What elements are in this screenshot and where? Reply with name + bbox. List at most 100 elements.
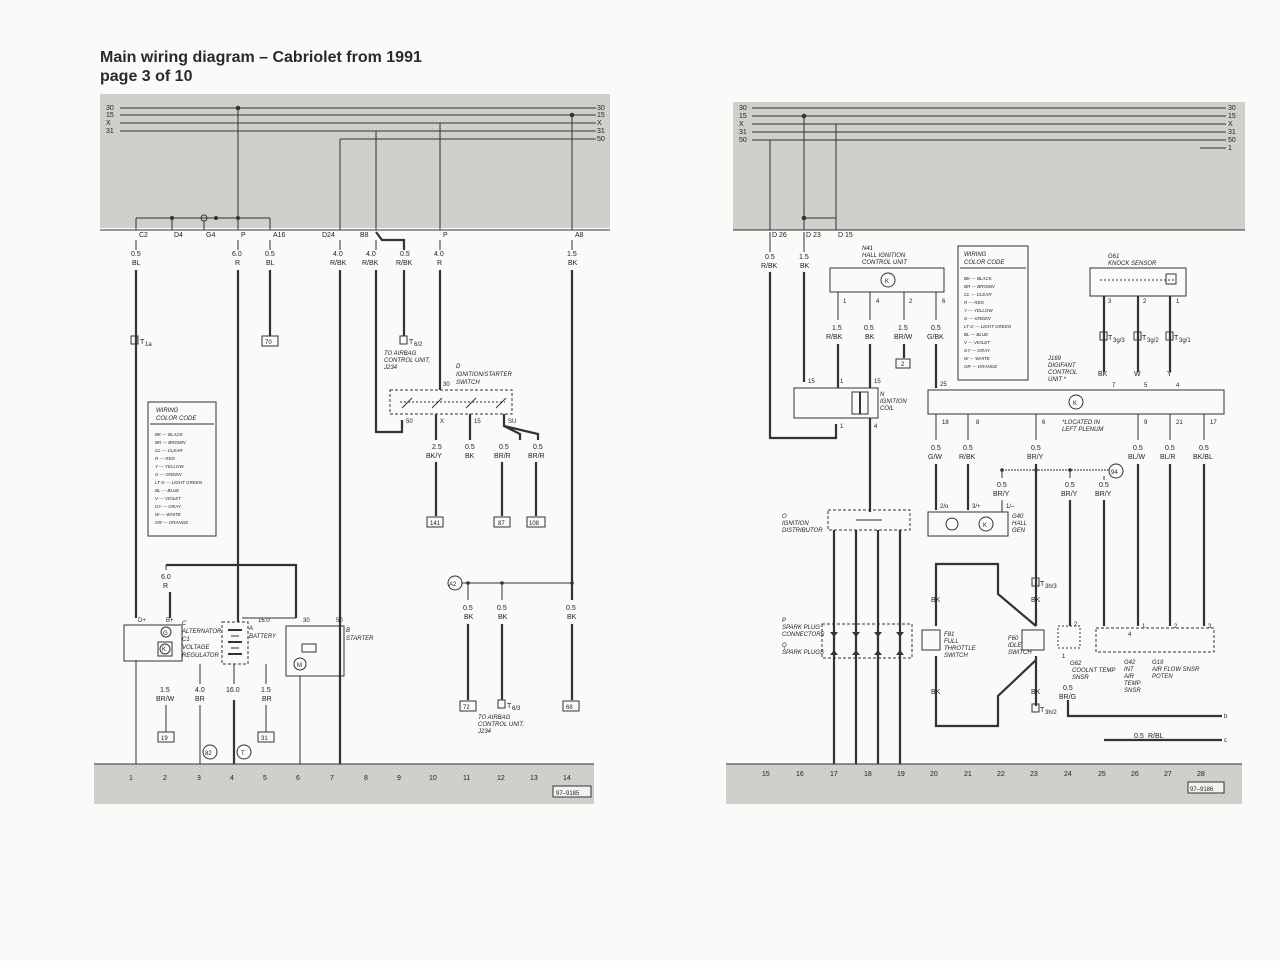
diagram-label: 18 [942, 420, 949, 426]
diagram-label: STARTER [346, 636, 374, 642]
diagram-label: 3g/3 [1113, 338, 1125, 344]
diagram-label: COIL [880, 406, 894, 412]
diagram-label: 15 [474, 419, 481, 425]
diagram-label: BK [567, 614, 577, 621]
diagram-label: CONTROL UNIT, [384, 358, 430, 364]
diagram-label: 24 [1064, 771, 1072, 778]
diagram-label: DIGIFANT [1048, 363, 1077, 369]
diagram-label: BR/R [494, 453, 511, 460]
diagram-label: CONNECTORS [782, 632, 825, 638]
diagram-label: 0.5 [265, 251, 275, 258]
diagram-label: BK [1031, 597, 1041, 604]
diagram-label: G [163, 631, 168, 637]
diagram-label: POTEN [1152, 674, 1173, 680]
diagram-label: FULL [944, 639, 959, 645]
diagram-label: DISTRIBUTOR [782, 528, 823, 534]
diagram-label: c [1224, 738, 1227, 744]
diagram-label: KNOCK SENSOR [1108, 261, 1157, 267]
diagram-label: BK [465, 453, 475, 460]
ignition-distributor: O IGNITION DISTRIBUTOR [782, 509, 911, 534]
diagram-label: 4 [876, 299, 880, 305]
diagram-label: 1a [145, 342, 152, 348]
diagram-label: BK [1098, 371, 1108, 378]
diagram-label: BK [498, 614, 508, 621]
diagram-label: G61 [1108, 254, 1119, 260]
diagram-label: 0.5 [566, 605, 576, 612]
right-color-code-legend: WIRING COLOR CODE BK — BLACK BR — BROWN … [957, 245, 1029, 381]
diagram-label: 3 [1108, 299, 1112, 305]
diagram-label: 4.0 [333, 251, 343, 258]
diagram-label: 15 [739, 113, 747, 120]
diagram-label: P [782, 618, 786, 624]
diagram-label: CL — CLEAR [155, 448, 183, 453]
diagram-label: 1 [1176, 299, 1180, 305]
diagram-label: 4 [874, 424, 878, 430]
diagram-label: BR/W [156, 696, 175, 703]
diagram-label: D+ [138, 618, 146, 624]
diagram-label: 16.0 [226, 687, 240, 694]
diagram-label: 17 [830, 771, 838, 778]
right-ground-track-band [726, 764, 1242, 804]
diagram-label: 1 [1062, 654, 1066, 660]
diagram-label: HALL [1012, 521, 1027, 527]
diagram-label: 1 [1142, 624, 1146, 630]
diagram-label: LT G — LIGHT GREEN [964, 324, 1012, 329]
diagram-label: 31 [106, 128, 114, 135]
diagram-label: 12 [497, 775, 505, 782]
diagram-label: 50 [597, 136, 605, 143]
diagram-label: SWITCH [1008, 650, 1032, 656]
diagram-label: 1 [1228, 145, 1232, 152]
diagram-label: CONTROL UNIT [862, 260, 908, 266]
diagram-label: BK [464, 614, 474, 621]
diagram-label: 50 [336, 618, 343, 624]
diagram-label: 1.5 [799, 254, 809, 261]
ref-box: 72 [463, 705, 470, 711]
diagram-label: 2 [1174, 624, 1178, 630]
diagram-label: M [297, 663, 302, 669]
diagram-label: BR [195, 696, 205, 703]
diagram-label: SNSR [1124, 688, 1141, 694]
diagram-label: C [182, 621, 187, 627]
diagram-label: SPARK PLUGS [782, 650, 824, 656]
diagram-label: 15 [106, 112, 114, 119]
diagram-label: 1.5 [832, 325, 842, 332]
diagram-label: 2 [909, 299, 913, 305]
diagram-label: K [885, 279, 889, 285]
diagram-label: R [437, 260, 442, 267]
diagram-label: X [739, 121, 744, 128]
diagram-label: BL [132, 260, 141, 267]
diagram-label: 0.5 [931, 325, 941, 332]
diagram-label: F60 [1008, 636, 1019, 642]
diagram-label: B [346, 628, 350, 634]
diagram-label: BK — BLACK [964, 276, 993, 281]
diagram-label: 1 [840, 379, 844, 385]
diagram-label: 1.5 [261, 687, 271, 694]
diagram-label: 4.0 [195, 687, 205, 694]
diagram-label: 0.5 [400, 251, 410, 258]
diagram-label: N [880, 392, 885, 398]
diagram-label: R — RED [155, 456, 176, 461]
diagram-label: G — GREEN [155, 472, 182, 477]
diagram-label: GY — GRAY [155, 504, 182, 509]
diagram-label: 5 [263, 775, 267, 782]
diagram-label: A [248, 626, 253, 632]
diagram-label: 6.0 [161, 574, 171, 581]
diagram-label: WIRING [156, 408, 179, 414]
diagram-label: IGNITION [782, 521, 809, 527]
intake-air-temp-and-airflow-sensor: 4 1 2 3 G42 INT AIR TEMP SNSR G19 AIR FL… [1095, 624, 1215, 694]
diagram-label: 30 [443, 382, 450, 388]
diagram-label: W [1134, 371, 1141, 378]
diagram-label: 1 [843, 299, 847, 305]
diagram-label: 5 [1144, 383, 1148, 389]
diagram-label: 4.0 [366, 251, 376, 258]
diagram-label: BL — BLUE [964, 332, 989, 337]
diagram-label: G/W [928, 454, 942, 461]
idle-switch: F60 IDLE SWITCH [1008, 629, 1045, 656]
diagram-label: UNIT * [1048, 377, 1067, 383]
diagram-label: IGNITION [880, 399, 907, 405]
diagram-label: BR/Y [1061, 491, 1078, 498]
diagram-label: K [983, 523, 987, 529]
full-throttle-switch: F81 FULL THROTTLE SWITCH [921, 629, 977, 659]
diagram-label: BR/G [1059, 694, 1076, 701]
diagram-label: 50 [739, 137, 747, 144]
